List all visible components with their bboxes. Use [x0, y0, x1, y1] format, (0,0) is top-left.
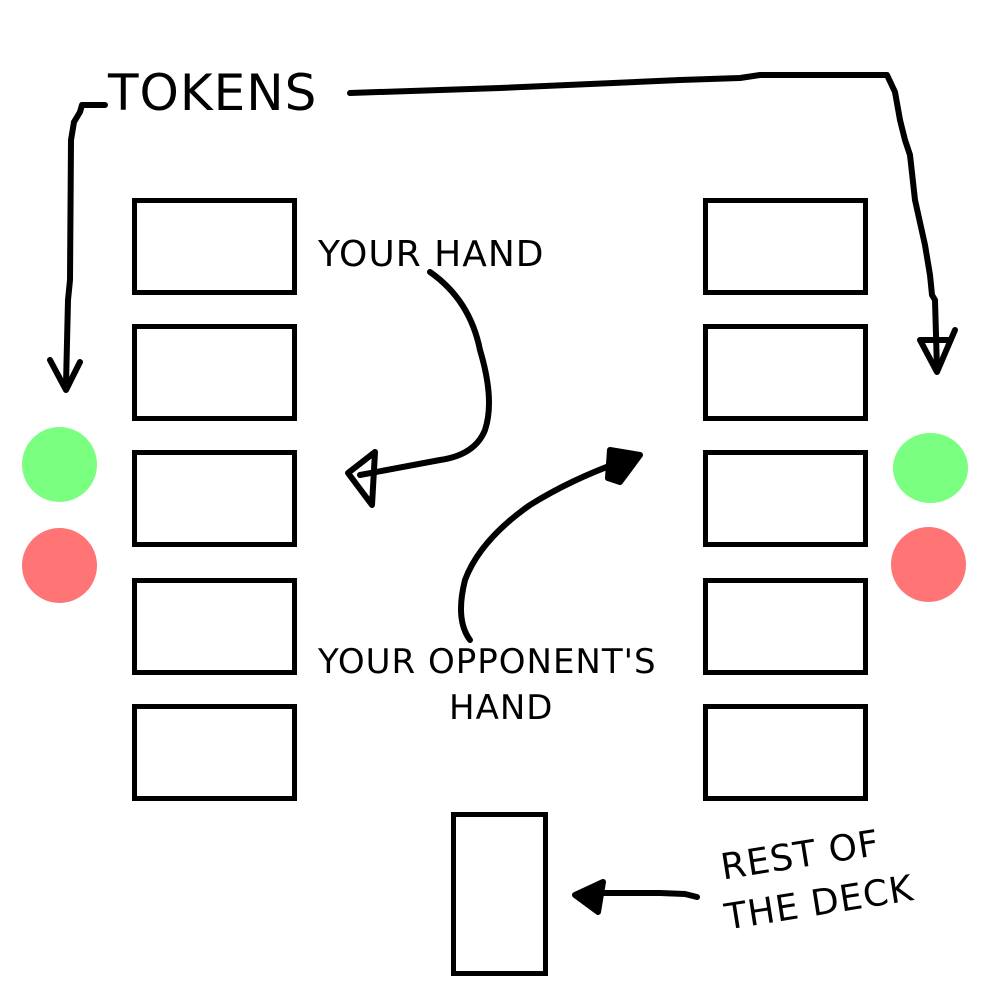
deck-arrowhead [572, 879, 606, 915]
opponent-hand-card-slot[interactable] [703, 450, 868, 547]
tokens-left-arrow [63, 102, 108, 388]
tokens-left-arrowhead [47, 357, 83, 393]
opponent-hand-card-slot[interactable] [703, 198, 868, 295]
opponent-green-token[interactable] [893, 433, 968, 503]
your-hand-arrowhead [345, 449, 378, 508]
tokens-right-arrow [347, 72, 940, 373]
opponent-red-token[interactable] [891, 527, 966, 602]
your-hand-arrow [357, 269, 492, 478]
opponent-hand-label-line2: HAND [449, 688, 554, 728]
opponent-hand-label-line1: YOUR OPPONENT'S [318, 642, 657, 682]
your-red-token[interactable] [22, 528, 97, 603]
deck-pile[interactable] [451, 812, 548, 976]
opponent-hand-arrowhead [605, 447, 643, 485]
your-hand-card-slot[interactable] [132, 704, 297, 801]
deck-arrow [587, 890, 700, 900]
opponent-hand-card-slot[interactable] [703, 578, 868, 675]
your-green-token[interactable] [22, 427, 97, 502]
opponent-hand-card-slot[interactable] [703, 704, 868, 801]
tokens-right-arrowhead [917, 327, 958, 375]
opponent-hand-card-slot[interactable] [703, 324, 868, 421]
tokens-label: TOKENS [108, 64, 318, 122]
your-hand-card-slot[interactable] [132, 198, 297, 295]
your-hand-card-slot[interactable] [132, 324, 297, 421]
your-hand-card-slot[interactable] [132, 578, 297, 675]
your-hand-label: YOUR HAND [318, 234, 545, 275]
your-hand-card-slot[interactable] [132, 450, 297, 547]
opponent-hand-arrow [458, 459, 623, 643]
